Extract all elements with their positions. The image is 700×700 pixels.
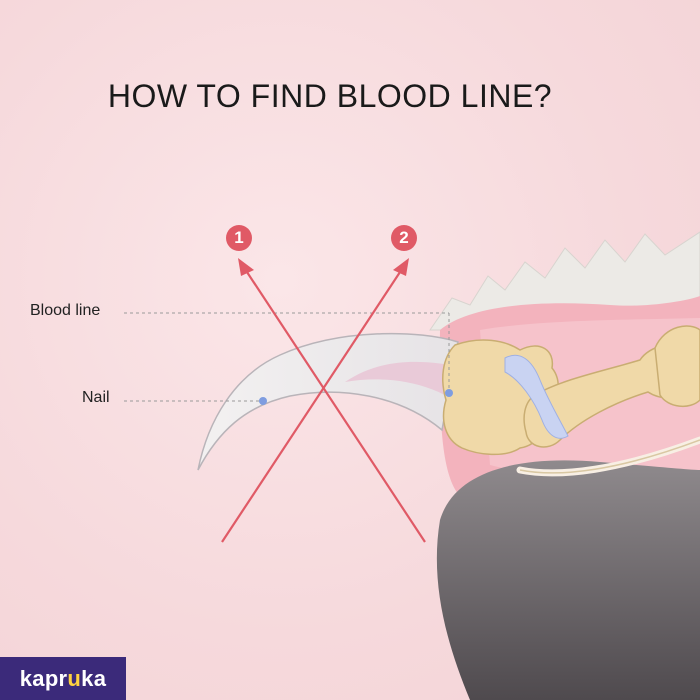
- marker-1: 1: [226, 225, 252, 251]
- page-title: HOW TO FIND BLOOD LINE?: [107, 78, 553, 114]
- fur: [429, 231, 700, 331]
- arrow-2-line: [221, 265, 405, 543]
- nail-point: [259, 397, 267, 405]
- nail-label: Nail: [82, 389, 110, 406]
- ligament: [504, 354, 569, 439]
- arrow-1-head: [238, 258, 254, 276]
- logo-text-accent: u: [67, 665, 82, 691]
- arrow-1-line: [242, 265, 426, 543]
- logo-text-part: kapr: [19, 665, 68, 691]
- nail: [197, 332, 459, 471]
- quick: [345, 361, 450, 398]
- marker-2: 2: [391, 225, 417, 251]
- toe-pad: [436, 460, 700, 700]
- blood-line-label: Blood line: [30, 302, 101, 319]
- arrow-2-head: [393, 258, 409, 276]
- logo-text-part: ka: [81, 665, 107, 691]
- blood-line-point: [445, 389, 453, 397]
